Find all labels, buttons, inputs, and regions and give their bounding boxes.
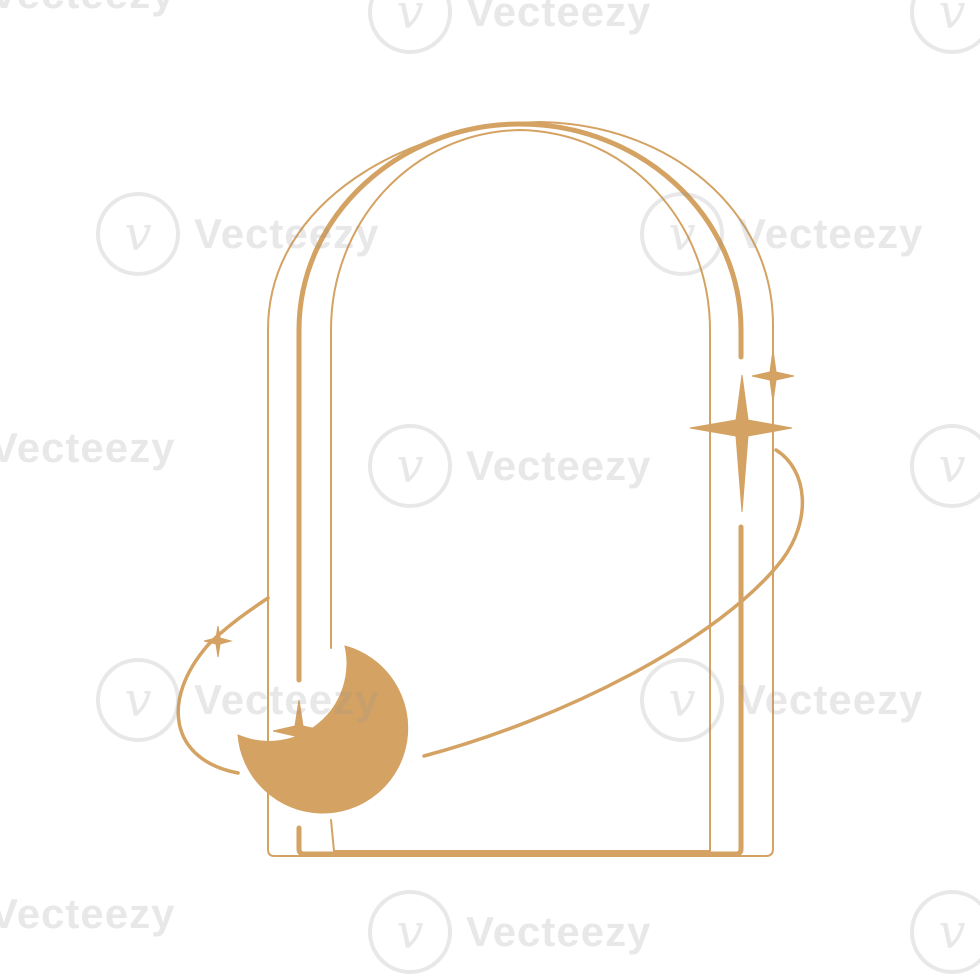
inner-arch-line <box>330 129 711 852</box>
small-star-icon <box>751 349 795 403</box>
middle-arch-line-lower <box>296 524 744 857</box>
large-star-icon <box>689 374 793 513</box>
moon-star-icon <box>272 699 326 765</box>
orbit-ring-right <box>422 448 804 758</box>
orbit-ring-left <box>176 596 270 775</box>
tiny-star-icon <box>203 625 233 658</box>
middle-arch-line <box>296 121 744 683</box>
crescent-moon-icon <box>237 645 409 814</box>
outer-arch-line <box>267 121 774 857</box>
